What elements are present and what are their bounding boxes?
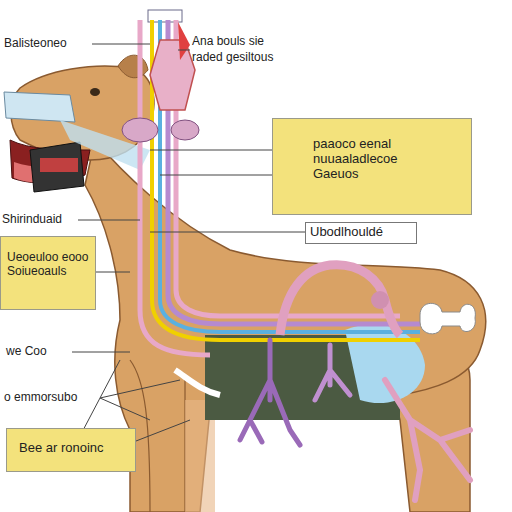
box-text: paaoco eenal [313, 137, 471, 152]
part-label: we Coo [6, 344, 47, 358]
box-text: Soiueoauls [7, 265, 89, 279]
callout-box: Ueoeuloo eoooSoiueoauls [0, 236, 96, 310]
part-label: raded gesiltous [192, 50, 273, 64]
box-text: nuuaaladlecoe [313, 152, 471, 167]
box-text: Ueoeuloo eooo [7, 251, 89, 265]
callout-box: Bee ar ronoinc [6, 428, 136, 472]
part-label: o emmorsubo [4, 390, 77, 404]
callout-box: paaoco eenalnuuaaladlecoeGaeuos [272, 118, 472, 215]
box-text: Gaeuos [313, 167, 471, 182]
part-label: Balisteoneo [4, 36, 67, 50]
part-label: Shirinduaid [2, 212, 62, 226]
label-box: Ubodlhouldé [305, 222, 417, 244]
box-text: Ubodlhouldé [310, 225, 412, 240]
box-text: Bee ar ronoinc [19, 441, 129, 456]
part-label: Ana bouls sie [192, 34, 264, 48]
